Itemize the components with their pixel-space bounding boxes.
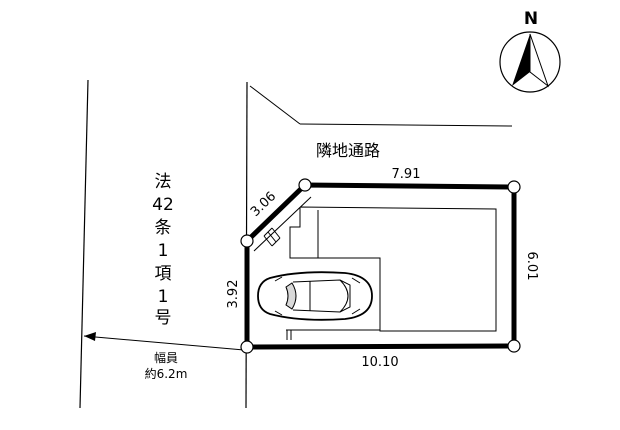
road-type-char-2: 42: [152, 195, 174, 215]
neighbor-path-label: 隣地通路: [316, 141, 380, 160]
lot-boundary: [244, 182, 517, 350]
corner-marker-top-right: [507, 180, 521, 194]
compass-north-icon: [499, 31, 561, 93]
diagonal-inner-line: [253, 196, 312, 252]
road-type-char-1: 法: [155, 172, 172, 192]
dimension-left: 3.92: [226, 280, 241, 309]
dimension-right: 6.01: [524, 252, 539, 281]
neighbor-path-diagonal: [249, 85, 301, 125]
corner-marker-bottom-right: [507, 339, 521, 353]
corner-marker-top-left: [298, 178, 312, 192]
road-edge-line: [79, 79, 89, 409]
road-type-label: 法 42 条 1 項 1 号: [152, 172, 174, 328]
entrance-steps: [263, 227, 281, 247]
neighbor-path-top: [299, 123, 513, 127]
car-icon: [257, 271, 373, 321]
road-type-char-5: 項: [155, 264, 172, 284]
compass-north-label: N: [524, 9, 538, 29]
road-type-char-6: 1: [158, 287, 169, 307]
dimension-top: 7.91: [392, 167, 421, 182]
road-width-value: 約6.2m: [145, 366, 188, 381]
road-width-label: 幅員: [154, 350, 178, 365]
building-outline: [289, 206, 497, 332]
corner-markers: [240, 178, 521, 354]
road-type-char-3: 条: [155, 218, 172, 238]
corner-marker-bottom-left: [240, 340, 254, 354]
road-type-char-7: 号: [155, 308, 172, 328]
road-width-leader: [83, 335, 245, 351]
road-width-arrow: [84, 332, 96, 341]
corner-marker-left-upper: [240, 234, 254, 248]
dimension-bottom: 10.10: [361, 355, 398, 370]
road-type-char-4: 1: [158, 241, 169, 261]
